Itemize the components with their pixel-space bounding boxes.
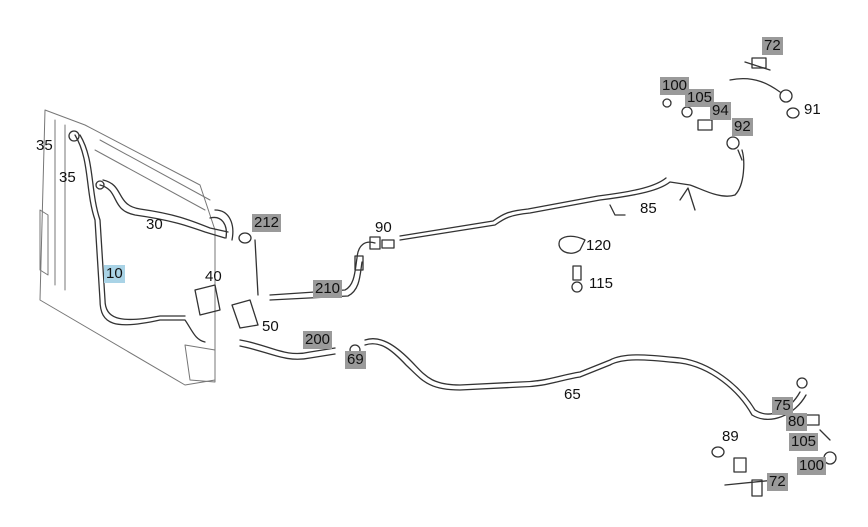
callout-89: 89 <box>722 428 739 445</box>
callout-35-bottom: 35 <box>59 169 76 186</box>
callout-105-lower: 105 <box>789 433 819 451</box>
callout-115: 115 <box>589 275 613 292</box>
callout-100: 100 <box>660 77 690 95</box>
callout-105: 105 <box>685 89 715 107</box>
hose-10 <box>74 134 206 343</box>
line-85 <box>399 149 745 241</box>
callout-35-top: 35 <box>36 137 53 154</box>
callout-92: 92 <box>732 118 753 136</box>
callout-100-lower: 100 <box>797 457 827 475</box>
callout-69: 69 <box>345 351 366 369</box>
callout-10: 10 <box>104 265 125 283</box>
callout-94: 94 <box>710 102 731 120</box>
callout-200: 200 <box>303 331 333 349</box>
callout-65: 65 <box>564 386 581 403</box>
callout-30: 30 <box>146 216 163 233</box>
hose-210 <box>269 241 376 296</box>
callout-91: 91 <box>804 101 821 118</box>
callout-75: 75 <box>772 397 793 415</box>
hose-200 <box>239 339 336 355</box>
callout-80: 80 <box>786 413 807 431</box>
line-65 <box>364 338 801 415</box>
callout-210: 210 <box>313 280 343 298</box>
callout-72-lower: 72 <box>767 473 788 491</box>
callout-72: 72 <box>762 37 783 55</box>
callout-50: 50 <box>262 318 279 335</box>
callout-85: 85 <box>640 200 657 217</box>
callout-212: 212 <box>252 214 282 232</box>
callout-120: 120 <box>586 237 612 254</box>
radiator-shape <box>39 109 216 386</box>
callout-40: 40 <box>205 268 222 285</box>
hose-30 <box>99 184 226 239</box>
callout-90: 90 <box>375 219 392 236</box>
